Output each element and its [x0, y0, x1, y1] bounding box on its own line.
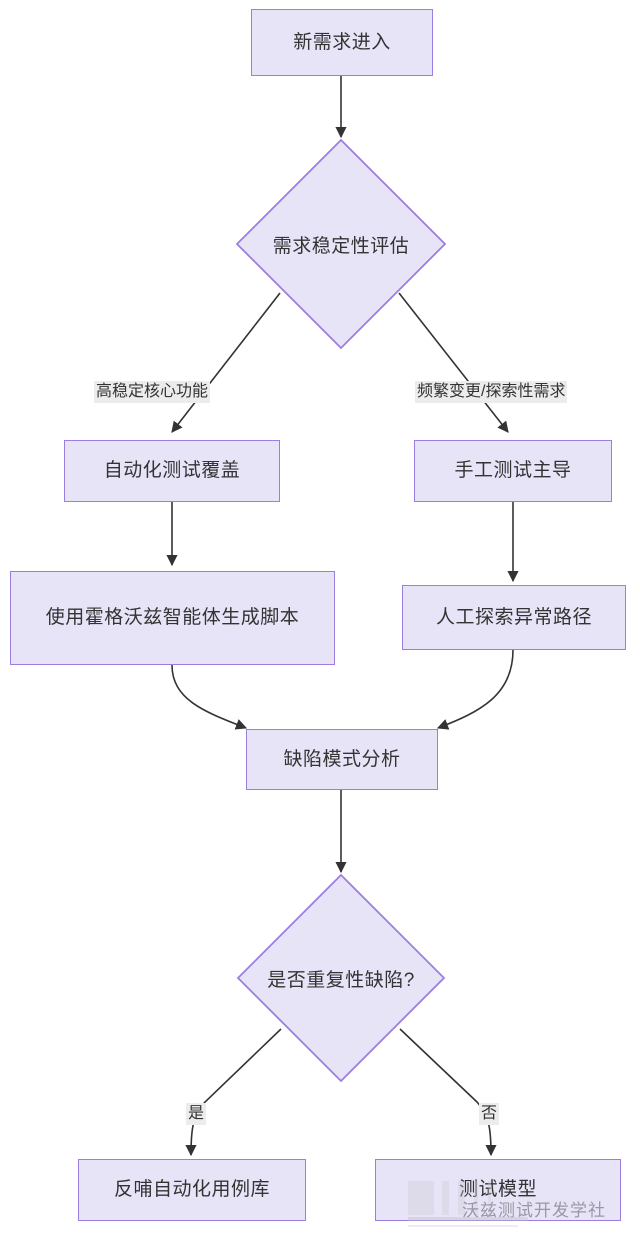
- edge-label-frequent-change-exploratory: 频繁变更/探索性需求: [415, 381, 568, 403]
- node-defect-pattern-analysis[interactable]: 缺陷模式分析: [246, 729, 438, 790]
- node-label: 是否重复性缺陷?: [267, 969, 415, 991]
- node-is-recurring-defect[interactable]: 是否重复性缺陷?: [236, 873, 446, 1083]
- edge-label-no: 否: [479, 1103, 500, 1125]
- edge-n2-n3: [171, 292, 281, 433]
- edge-n2-n4: [398, 292, 509, 433]
- edge-n6-n7: [436, 649, 514, 730]
- edge-label-yes: 是: [186, 1103, 207, 1125]
- node-manual-explore-exception-path[interactable]: 人工探索异常路径: [402, 585, 626, 650]
- node-new-requirement[interactable]: 新需求进入: [251, 9, 433, 76]
- node-automation-test-coverage[interactable]: 自动化测试覆盖: [64, 440, 280, 502]
- node-test-model[interactable]: 测试模型: [375, 1159, 621, 1221]
- node-label: 自动化测试覆盖: [103, 460, 241, 481]
- node-label: 测试模型: [458, 1179, 537, 1200]
- node-label: 需求稳定性评估: [272, 235, 410, 257]
- edge-label-high-stability-core-function: 高稳定核心功能: [94, 381, 211, 403]
- node-label: 人工探索异常路径: [435, 606, 592, 628]
- node-feedback-to-automation-case-library[interactable]: 反哺自动化用例库: [78, 1159, 306, 1221]
- node-label: 使用霍格沃兹智能体生成脚本: [45, 607, 300, 628]
- diamond-shape: [235, 138, 447, 350]
- edge-n5-n7: [171, 664, 248, 730]
- node-label: 缺陷模式分析: [283, 748, 401, 770]
- node-label: 手工测试主导: [454, 460, 572, 481]
- diamond-shape: [236, 873, 446, 1083]
- node-label: 新需求进入: [293, 31, 391, 53]
- node-requirement-stability-assessment[interactable]: 需求稳定性评估: [235, 138, 447, 350]
- node-hogwarts-agent-generate-script[interactable]: 使用霍格沃兹智能体生成脚本: [10, 571, 335, 665]
- node-label: 反哺自动化用例库: [113, 1179, 270, 1200]
- node-manual-test-led[interactable]: 手工测试主导: [414, 440, 612, 502]
